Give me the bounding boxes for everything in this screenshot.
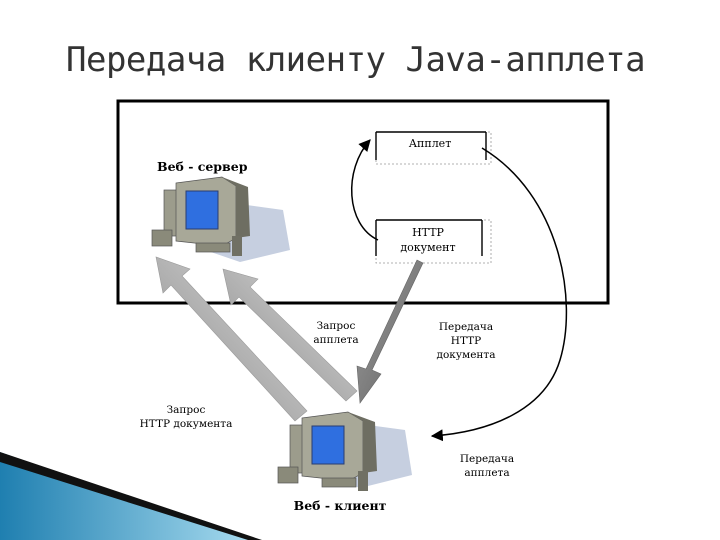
server-label: Веб - сервер (157, 159, 248, 174)
http-document-box: HTTP документ (376, 220, 491, 263)
request-http-line1: Запрос (167, 404, 206, 416)
request-applet-line2: апплета (313, 334, 358, 346)
send-applet-line2: апплета (464, 467, 509, 479)
request-applet-label: Запрос апплета (313, 320, 358, 346)
send-http-line1: Передача (439, 321, 493, 333)
send-applet-label: Передача апплета (460, 453, 514, 479)
http-doc-label-line2: документ (400, 241, 455, 254)
send-http-label: Передача HTTP документа (437, 321, 496, 361)
applet-label: Апплет (409, 137, 452, 150)
decorative-wedge (0, 452, 262, 540)
request-http-label: Запрос HTTP документа (140, 404, 233, 430)
send-http-line3: документа (437, 349, 496, 361)
send-applet-line1: Передача (460, 453, 514, 465)
client-computer-icon (278, 412, 412, 491)
client-label: Веб - клиент (294, 498, 387, 513)
applet-box: Апплет (376, 132, 491, 164)
request-applet-line1: Запрос (317, 320, 356, 332)
http-doc-label-line1: HTTP (412, 226, 444, 239)
request-http-line2: HTTP документа (140, 418, 233, 430)
send-http-line2: HTTP (451, 335, 481, 347)
